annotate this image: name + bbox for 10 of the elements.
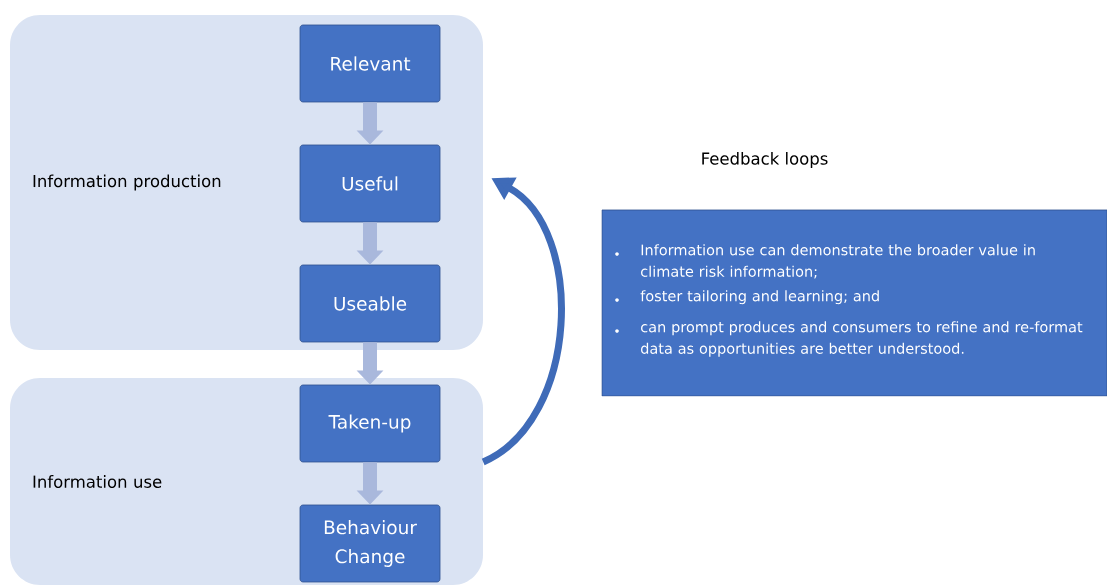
process-box: Taken-up	[299, 384, 441, 463]
process-box: Relevant	[299, 24, 441, 103]
heading: Feedback loops	[702, 152, 828, 168]
process-box: Behaviour Change	[299, 504, 441, 583]
bullet-item: foster tailoring and learning; and	[615, 290, 879, 305]
process-box: Useful	[299, 144, 441, 223]
process-box: Useable	[299, 264, 441, 343]
bullet-item: can prompt produces and consumers to refine and re-format data as opportunities are better understood.	[615, 321, 1083, 357]
arrow	[481, 177, 565, 465]
bullet-item: Information use can demonstrate the broader value in climate risk information;	[615, 244, 1035, 279]
